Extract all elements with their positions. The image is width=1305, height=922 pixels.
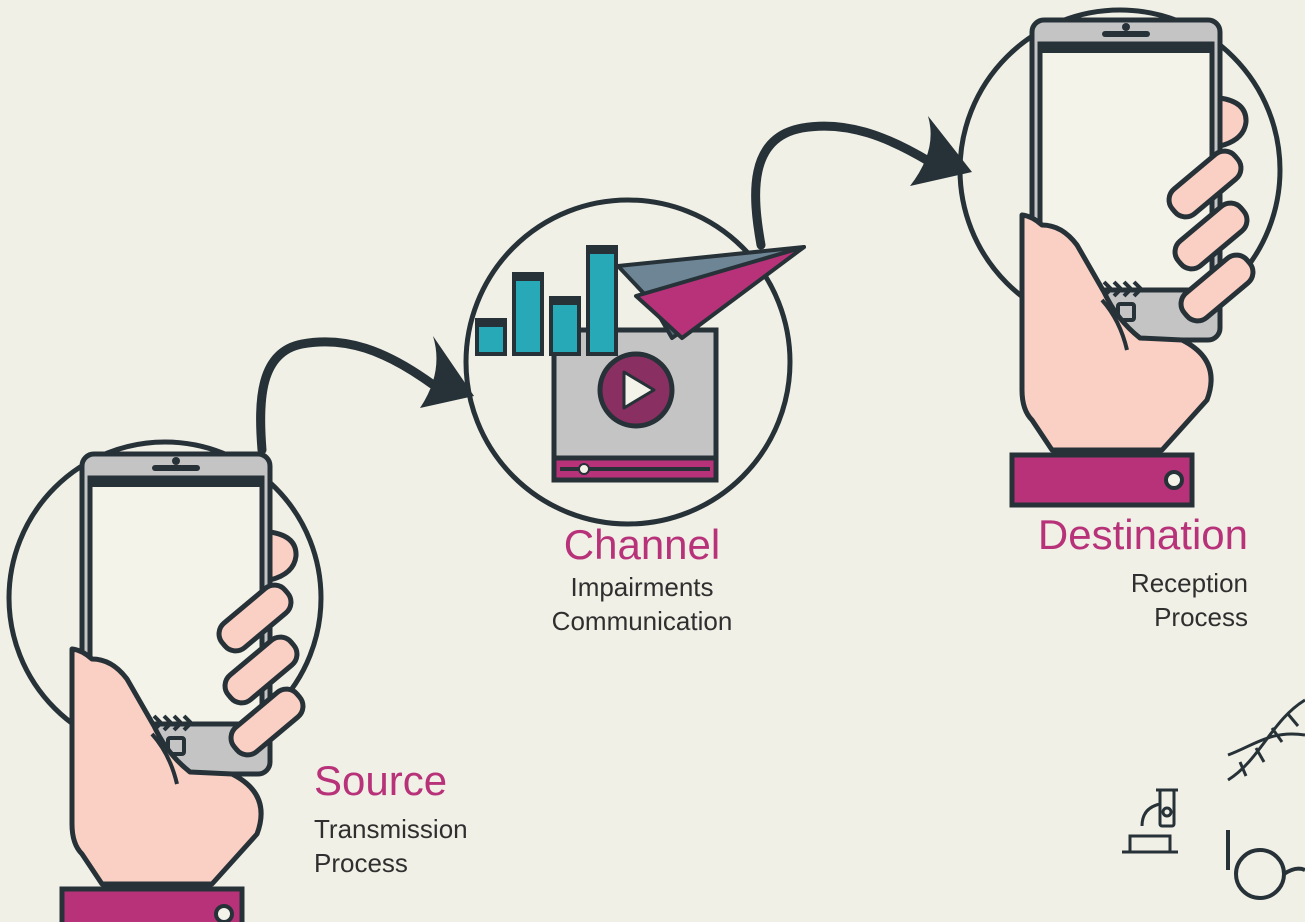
source-node-illustration bbox=[6, 439, 324, 922]
arrow-channel-to-destination bbox=[751, 116, 972, 250]
destination-line-1: Reception bbox=[1130, 568, 1248, 598]
play-icon bbox=[597, 351, 675, 429]
phone-in-hand-icon bbox=[1012, 20, 1259, 505]
destination-label-group: Destination Reception Process bbox=[950, 512, 1248, 634]
dna-icon bbox=[1227, 698, 1305, 782]
destination-line-2: Process bbox=[1154, 602, 1248, 632]
arrow-source-to-channel bbox=[256, 336, 474, 455]
phone-in-hand-icon bbox=[62, 454, 309, 922]
destination-title: Destination bbox=[1037, 511, 1248, 558]
paper-plane-icon bbox=[616, 245, 806, 340]
source-line-2: Process bbox=[314, 848, 408, 878]
microscope-icon bbox=[1122, 788, 1178, 854]
channel-line-1: Impairments bbox=[570, 572, 714, 602]
bar-chart-icon bbox=[475, 245, 618, 356]
destination-node-illustration bbox=[957, 7, 1283, 505]
video-player-icon bbox=[551, 327, 719, 483]
channel-title: Channel bbox=[563, 521, 721, 568]
channel-node-illustration bbox=[463, 197, 806, 527]
source-title: Source bbox=[314, 757, 448, 804]
channel-line-2: Communication bbox=[551, 606, 733, 636]
channel-label-group: Channel Impairments Communication bbox=[492, 522, 792, 638]
source-line-1: Transmission bbox=[314, 814, 468, 844]
glasses-icon bbox=[1226, 830, 1305, 900]
source-label-group: Source Transmission Process bbox=[314, 758, 468, 880]
